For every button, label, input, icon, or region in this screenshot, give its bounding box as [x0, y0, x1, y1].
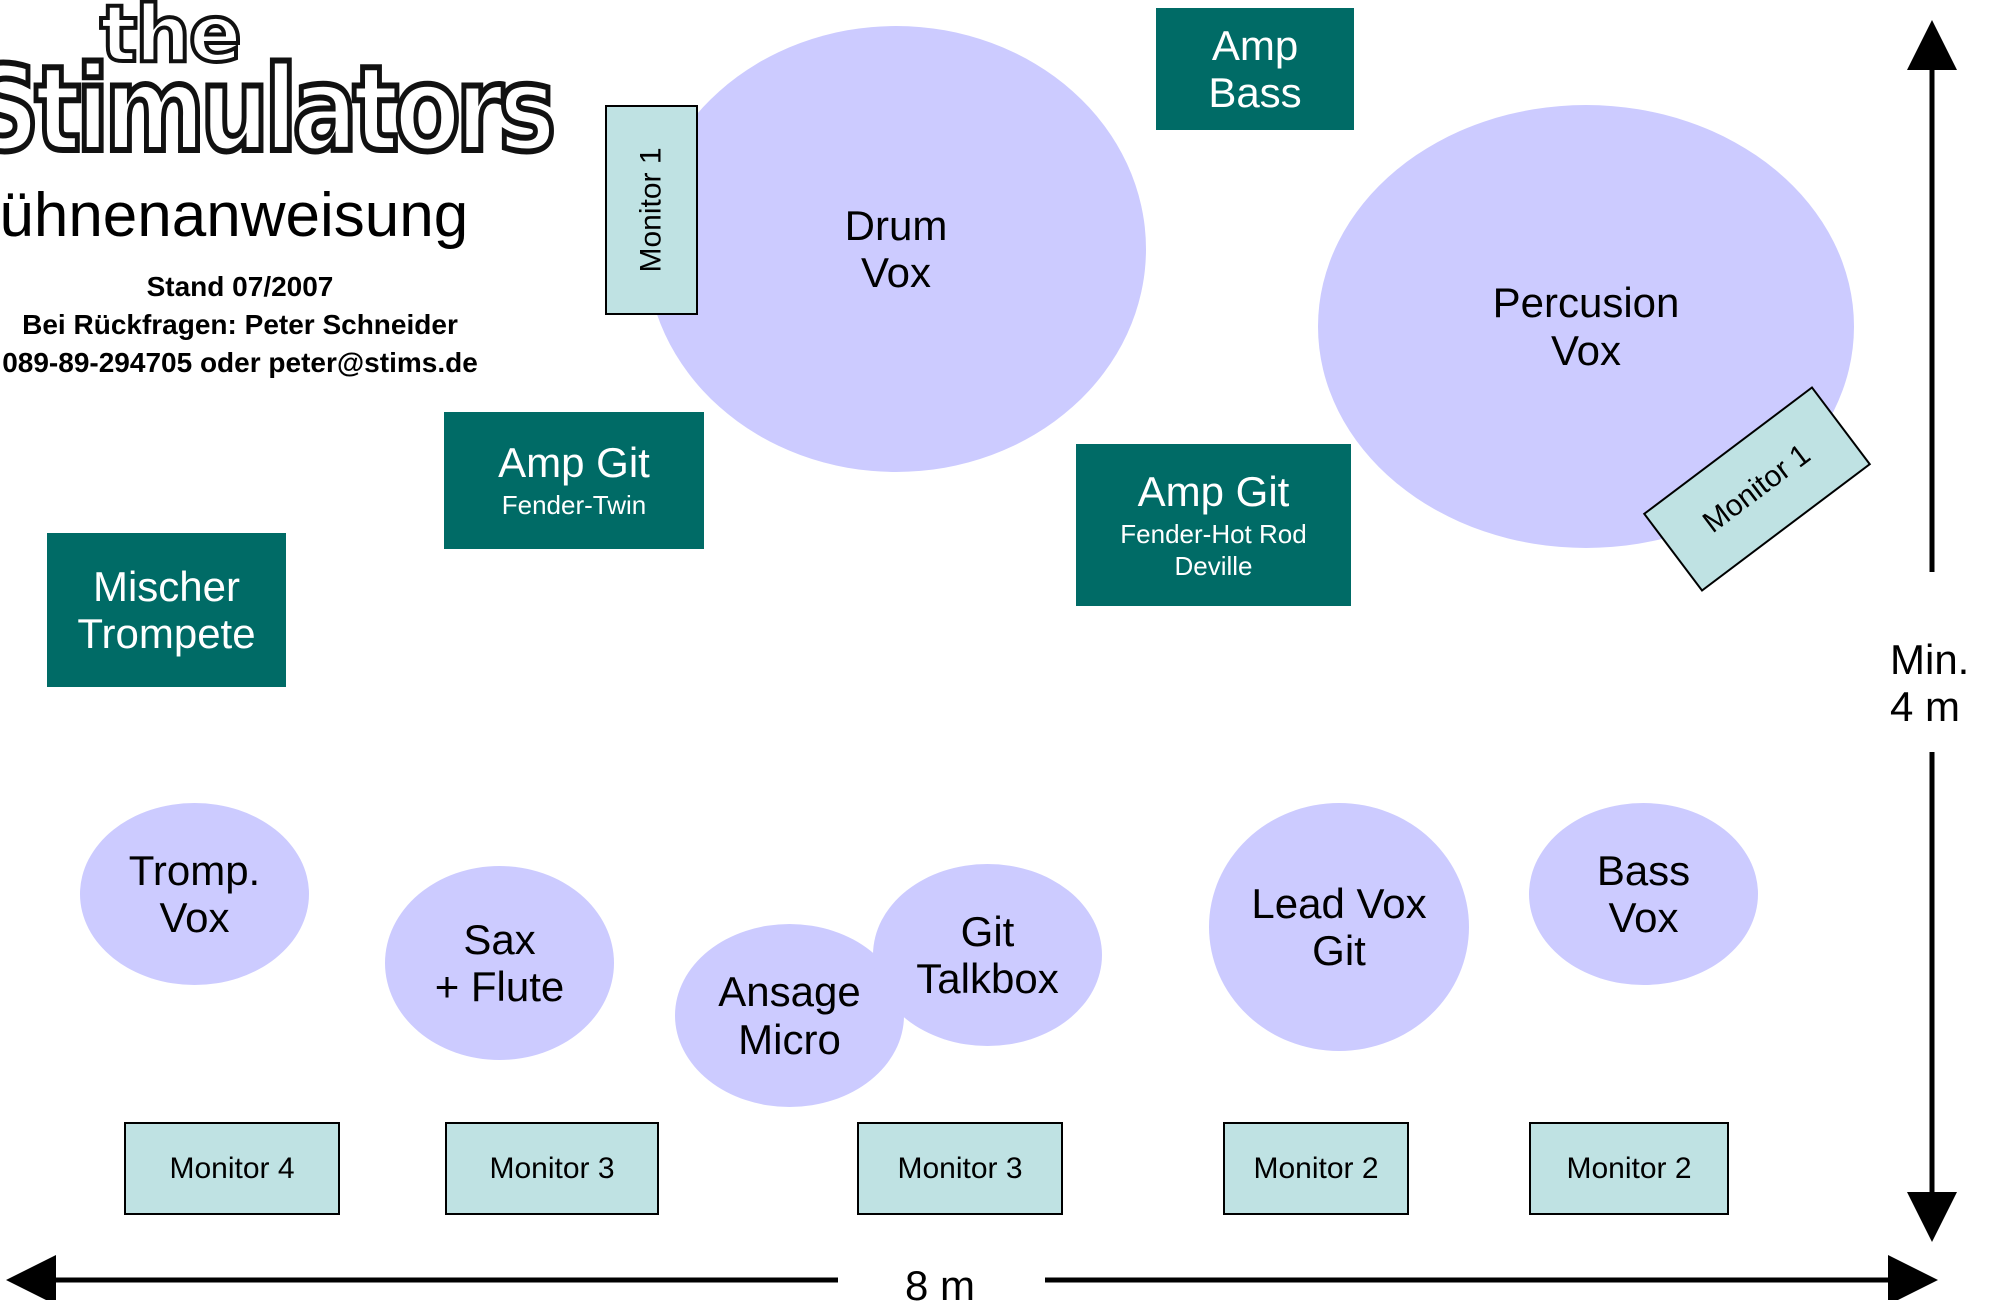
amp-bass: Amp Bass: [1156, 8, 1354, 130]
depth-label-line2: 4 m: [1890, 683, 1961, 731]
amp-git-right-title: Amp Git: [1137, 468, 1290, 516]
bass-vox-area: Bass Vox: [1529, 803, 1758, 985]
lead-git-label: Git: [1312, 927, 1366, 974]
monitor-front-2: Monitor 3: [445, 1122, 659, 1215]
amp-bass-line1: Amp: [1211, 21, 1299, 69]
tromp-label: Tromp.: [128, 846, 261, 894]
drum-label: Drum: [844, 201, 948, 249]
amp-git-left-model: Fender-Twin: [501, 490, 647, 521]
flute-label: + Flute: [434, 963, 565, 1010]
amp-git-right-model: Fender-Hot Rod: [1120, 519, 1307, 550]
bass-vox-label: Vox: [1608, 894, 1679, 941]
tromp-vox-label: Vox: [159, 894, 230, 941]
monitor-front-4-label: Monitor 2: [1253, 1151, 1379, 1185]
contact-info: Stand 07/2007 Bei Rückfragen: Peter Schn…: [0, 268, 500, 382]
depth-label: Min. 4 m: [1890, 636, 1989, 730]
drum-vox-label: Vox: [860, 249, 932, 296]
amp-git-left: Amp Git Fender-Twin: [444, 412, 704, 549]
amp-git-right: Amp Git Fender-Hot Rod Deville: [1076, 444, 1351, 606]
monitor-front-3-label: Monitor 3: [897, 1151, 1023, 1185]
amp-git-right-model-2: Deville: [1174, 550, 1253, 581]
monitor-front-5-label: Monitor 2: [1566, 1151, 1692, 1185]
depth-label-line1: Min.: [1890, 636, 1970, 683]
page-title: Bühnenanweisung: [0, 181, 469, 250]
lead-vox-git-area: Lead Vox Git: [1209, 803, 1469, 1051]
git-talkbox-area: Git Talkbox: [873, 864, 1102, 1046]
width-label: 8 m: [904, 1262, 975, 1309]
monitor-front-2-label: Monitor 3: [489, 1151, 615, 1185]
percussion-vox-label: Vox: [1550, 326, 1622, 374]
logo-the: the: [98, 0, 244, 82]
monitor-front-3: Monitor 3: [857, 1122, 1063, 1215]
amp-bass-line2: Bass: [1208, 69, 1302, 116]
monitor-front-5: Monitor 2: [1529, 1122, 1729, 1215]
git-label: Git: [960, 907, 1015, 955]
monitor-front-1-label: Monitor 4: [169, 1151, 295, 1185]
drum-vox-area: Drum Vox: [646, 26, 1146, 472]
bass-label: Bass: [1596, 846, 1691, 894]
logo-main: Stimulators: [0, 37, 559, 181]
mixer-line2: Trompete: [77, 610, 256, 657]
ansage-label: Ansage: [718, 968, 861, 1016]
amp-git-left-title: Amp Git: [498, 439, 650, 487]
micro-label: Micro: [738, 1015, 841, 1063]
mixer-line1: Mischer: [92, 562, 241, 610]
info-line-contact: Bei Rückfragen: Peter Schneider: [22, 309, 458, 340]
monitor-drum-side: Monitor 1: [605, 105, 698, 315]
talkbox-label: Talkbox: [916, 955, 1059, 1002]
ansage-micro-area: Ansage Micro: [675, 924, 904, 1107]
sax-flute-area: Sax + Flute: [385, 866, 614, 1060]
lead-vox-label: Lead Vox: [1251, 879, 1427, 927]
mixer-trompete: Mischer Trompete: [47, 533, 286, 687]
percussion-label: Percusion: [1492, 279, 1680, 327]
monitor-front-1: Monitor 4: [124, 1122, 340, 1215]
tromp-vox-area: Tromp. Vox: [80, 803, 309, 985]
monitor-front-4: Monitor 2: [1223, 1122, 1409, 1215]
sax-label: Sax: [463, 915, 536, 963]
info-line-date: Stand 07/2007: [146, 271, 334, 302]
info-line-phone: 089-89-294705 oder peter@stims.de: [2, 347, 478, 378]
